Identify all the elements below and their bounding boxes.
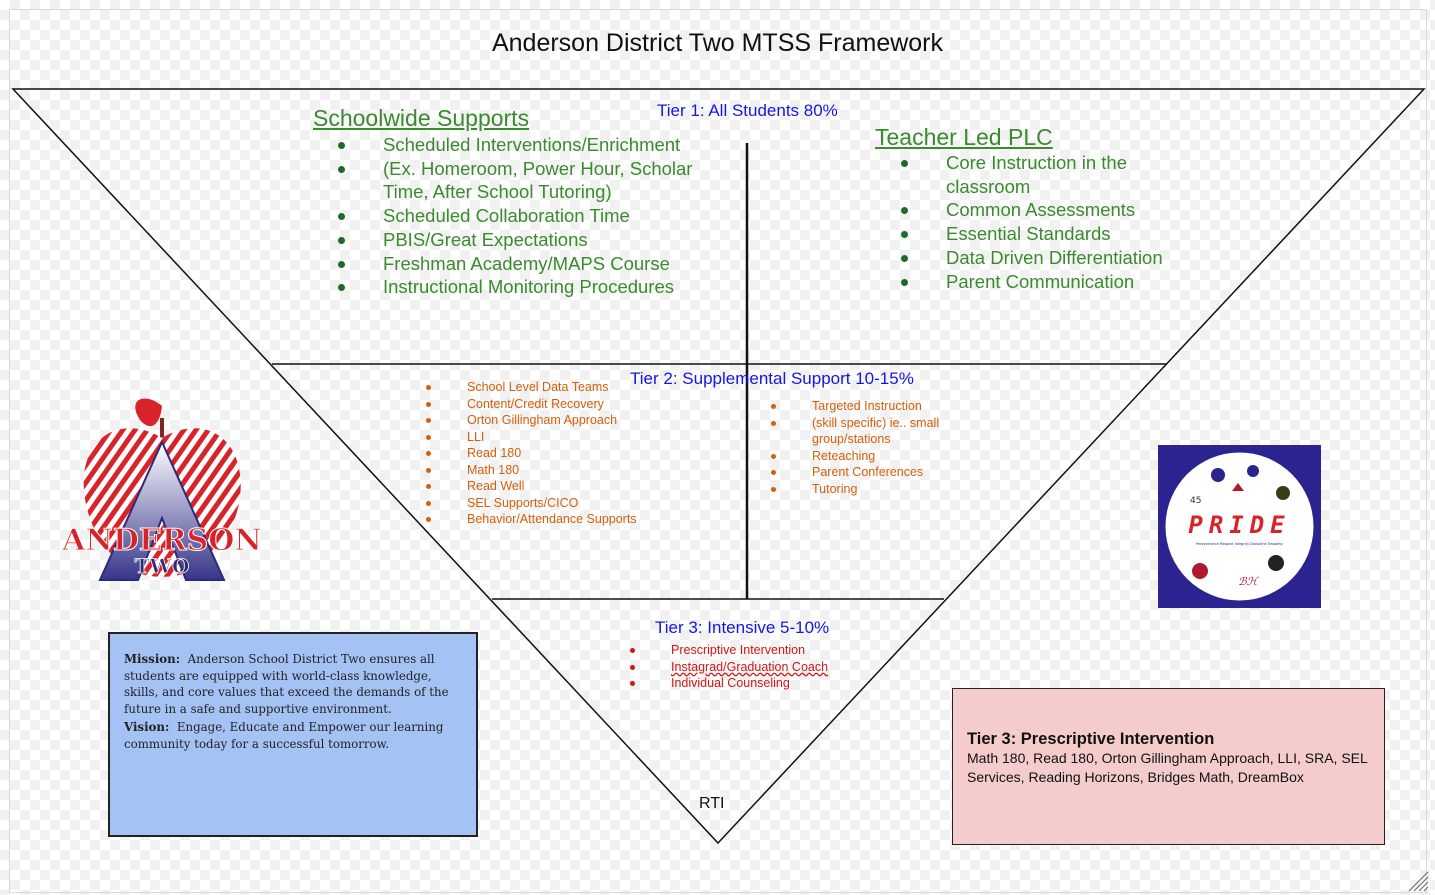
school-seal-icon	[1276, 486, 1290, 500]
tier1-label: Tier 1: All Students 80%	[657, 101, 838, 120]
teacher-led-plc-list: Core Instruction in the classroom Common…	[901, 151, 1166, 294]
bullet-icon	[338, 236, 345, 244]
list-item: Parent Conferences	[771, 464, 972, 481]
tier3-box-title: Tier 3: Prescriptive Intervention	[967, 730, 1215, 748]
bullet-icon	[426, 434, 431, 440]
list-item: SEL Supports/CICO	[426, 495, 677, 512]
inverted-triangle	[11, 88, 1426, 845]
bullet-icon	[771, 470, 776, 475]
list-item: Orton Gillingham Approach	[426, 412, 677, 429]
bullet-icon	[338, 213, 345, 221]
list-item: School Level Data Teams	[426, 379, 677, 396]
list-item: Scheduled Interventions/Enrichment	[338, 133, 728, 157]
bullet-icon	[338, 142, 345, 149]
bullet-icon	[771, 420, 776, 426]
list-item: PBIS/Great Expectations	[338, 228, 728, 252]
bullet-icon	[771, 486, 776, 492]
bullet-icon	[426, 500, 431, 506]
bullet-icon	[630, 681, 635, 686]
bullet-icon	[771, 404, 776, 409]
list-item: (skill specific) ie.. small group/statio…	[771, 415, 972, 448]
logo-word-two: TWO	[135, 554, 190, 578]
schoolwide-supports-list: Scheduled Interventions/Enrichment (Ex. …	[338, 133, 728, 299]
bullet-icon	[426, 385, 431, 390]
list-item: Tutoring	[771, 481, 972, 498]
teacher-led-plc-heading: Teacher Led PLC	[875, 124, 1053, 150]
anderson-two-logo: ANDERSON TWO	[61, 398, 262, 581]
list-item: Instructional Monitoring Procedures	[338, 275, 728, 299]
resize-handle-icon[interactable]	[1407, 870, 1429, 892]
rti-label: RTI	[699, 795, 725, 812]
vision-statement: Vision: Engage, Educate and Empower our …	[124, 720, 444, 751]
tier3-prescriptive-box: Tier 3: Prescriptive Intervention Math 1…	[952, 688, 1385, 845]
list-item: Parent Communication	[901, 270, 1166, 294]
page-title: Anderson District Two MTSS Framework	[491, 29, 944, 57]
school-seal-icon	[1247, 465, 1259, 477]
list-item: Essential Standards	[901, 222, 1166, 246]
tier3-box-body: Math 180, Read 180, Orton Gillingham App…	[967, 750, 1368, 785]
bullet-icon	[901, 278, 908, 286]
list-item: Content/Credit Recovery	[426, 396, 677, 413]
list-item: Data Driven Differentiation	[901, 246, 1166, 270]
list-item: Math 180	[426, 462, 677, 479]
list-item: Read 180	[426, 445, 677, 462]
school-seal-icon	[1211, 468, 1225, 482]
bullet-icon	[426, 517, 431, 522]
list-item: (Ex. Homeroom, Power Hour, Scholar Time,…	[338, 157, 728, 204]
bullet-icon	[901, 231, 908, 239]
bullet-icon	[630, 664, 635, 670]
pride-logo: 45 PRIDE Perseverance Respect Integrity …	[1158, 445, 1321, 608]
list-item: LLI	[426, 429, 677, 446]
bullet-icon	[338, 165, 345, 173]
bullet-icon	[426, 451, 431, 456]
tier2-right-list: Targeted Instruction (skill specific) ie…	[771, 398, 972, 498]
list-item: Reteaching	[771, 448, 972, 465]
svg-text:45: 45	[1190, 496, 1201, 506]
tier2-label: Tier 2: Supplemental Support 10-15%	[630, 369, 914, 388]
bullet-icon	[426, 484, 431, 489]
drawing-canvas	[9, 9, 1427, 893]
list-item: Scheduled Collaboration Time	[338, 204, 728, 228]
bullet-icon	[338, 284, 345, 292]
paw-icon	[1192, 563, 1208, 579]
bullet-icon	[771, 453, 776, 459]
tier3-label: Tier 3: Intensive 5-10%	[655, 618, 830, 637]
bullet-icon	[901, 254, 908, 262]
list-item: Read Well	[426, 478, 677, 495]
bullet-icon	[901, 207, 908, 215]
logo-word-anderson: ANDERSON	[61, 523, 262, 558]
bullet-icon	[426, 418, 431, 423]
bullet-icon	[426, 401, 431, 407]
bullet-icon	[338, 260, 345, 268]
list-item: Common Assessments	[901, 198, 1166, 222]
list-item: Prescriptive Intervention	[630, 642, 841, 659]
bullet-icon	[630, 648, 635, 653]
schoolwide-supports-heading: Schoolwide Supports	[313, 105, 530, 131]
mission-statement: Mission: Anderson School District Two en…	[124, 652, 449, 716]
list-item: Instagrad/Graduation Coach	[630, 659, 841, 676]
mission-vision-box: Mission: Anderson School District Two en…	[108, 632, 478, 837]
list-item: Behavior/Attendance Supports	[426, 511, 677, 528]
list-item: Core Instruction in the classroom	[901, 151, 1166, 198]
school-seal-icon	[1268, 555, 1284, 571]
list-item: Freshman Academy/MAPS Course	[338, 252, 728, 276]
tier2-left-list: School Level Data Teams Content/Credit R…	[426, 379, 677, 528]
tier3-list: Prescriptive Intervention Instagrad/Grad…	[630, 642, 841, 692]
pride-tagline: Perseverance Respect Integrity Disciplin…	[1196, 542, 1283, 546]
bullet-icon	[426, 467, 431, 473]
pride-word: PRIDE	[1188, 511, 1290, 539]
list-item: Individual Counseling	[630, 675, 841, 692]
bullet-icon	[901, 160, 908, 167]
svg-text:ℬℋ: ℬℋ	[1238, 575, 1260, 588]
list-item: Targeted Instruction	[771, 398, 972, 415]
